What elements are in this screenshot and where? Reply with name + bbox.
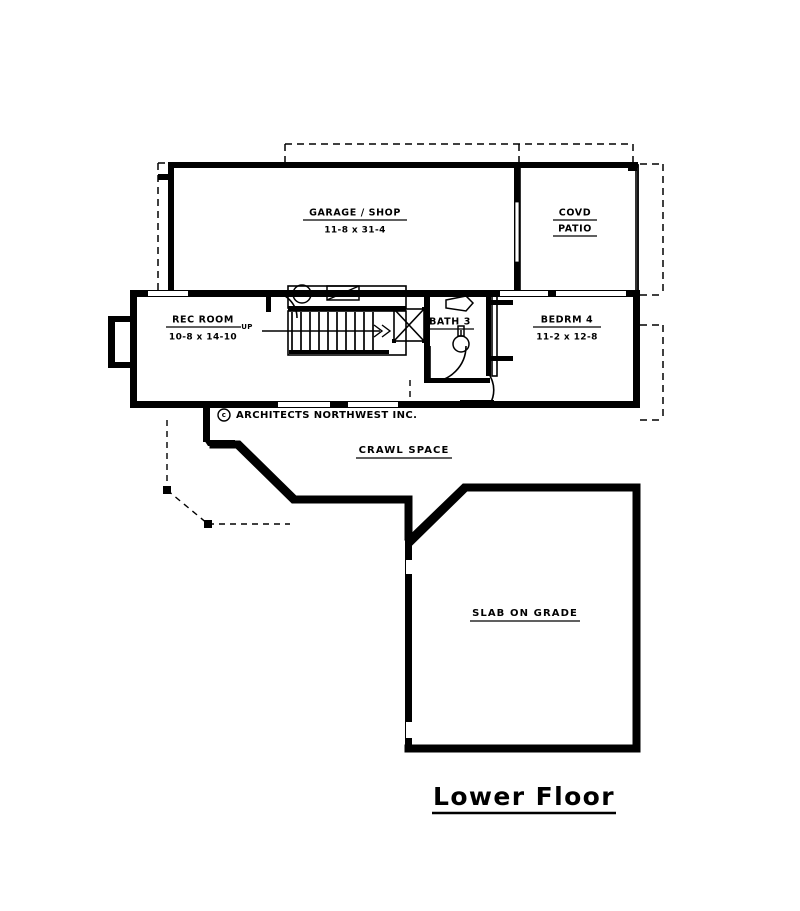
bedrm-4-dimensions: 11-2 x 12-8 [536,333,598,343]
copyright-icon [217,408,231,422]
slab-on-grade-label-group: SLAB ON GRADE [470,608,580,622]
stair-up-label: UP [241,323,252,331]
credit-line-group: c ARCHITECTS NORTHWEST INC. [217,408,417,422]
copyright-symbol: c [222,411,226,419]
crawl-space-label-group: CRAWL SPACE [356,445,452,459]
hall-door-swing [489,375,495,405]
garage-shop-dimensions: 11-8 x 31-4 [324,226,386,236]
bath-sink-icon [445,295,475,312]
bath-3-label: BATH 3 [429,317,471,328]
garage-shop-room [158,162,620,296]
covd-patio-label-line1: COVD [559,208,591,219]
bath-3-room [424,290,513,405]
bedrm-4-label-group: BEDRM 4 11-2 x 12-8 [533,315,601,343]
rec-room-label-group: REC ROOM 10-8 x 14-10 [166,315,241,343]
bath-door-swing [429,345,467,383]
appliance-icon [326,285,360,301]
slab-on-grade-label: SLAB ON GRADE [472,608,578,619]
window-opening [556,291,626,296]
stair-and-utility [262,284,426,356]
window-opening [148,291,188,296]
bath-3-label-group: BATH 3 [426,317,474,330]
covd-patio-label-line2: PATIO [558,224,592,235]
bedrm-4-label: BEDRM 4 [541,315,594,326]
window-opening [348,402,398,407]
window-opening [500,291,548,296]
covd-patio-label-group: COVD PATIO [553,208,597,237]
garage-window [514,201,520,263]
stair-treads [291,312,374,352]
garage-shop-label: GARAGE / SHOP [309,208,401,219]
rec-room-dimensions: 10-8 x 14-10 [169,333,237,343]
garage-shop-label-group: GARAGE / SHOP 11-8 x 31-4 [303,208,407,236]
rec-room-label: REC ROOM [172,315,234,326]
rec-room-door [266,290,298,319]
rec-room-door-swing [270,291,298,319]
window-opening [278,402,330,407]
architect-credit: ARCHITECTS NORTHWEST INC. [236,410,417,421]
main-floor-walls [108,290,640,408]
title-block-group: Lower Floor [432,782,616,815]
plan-title: Lower Floor [433,782,615,811]
roof-overhang-dashed-lines [157,143,664,528]
crawl-space-label: CRAWL SPACE [359,445,450,456]
slab-on-grade-outline [404,483,641,753]
sink-fixture-icon [292,284,312,304]
porch-corner-marker [163,486,171,494]
crawl-space-outline [203,408,413,541]
porch-corner-marker [204,520,212,528]
